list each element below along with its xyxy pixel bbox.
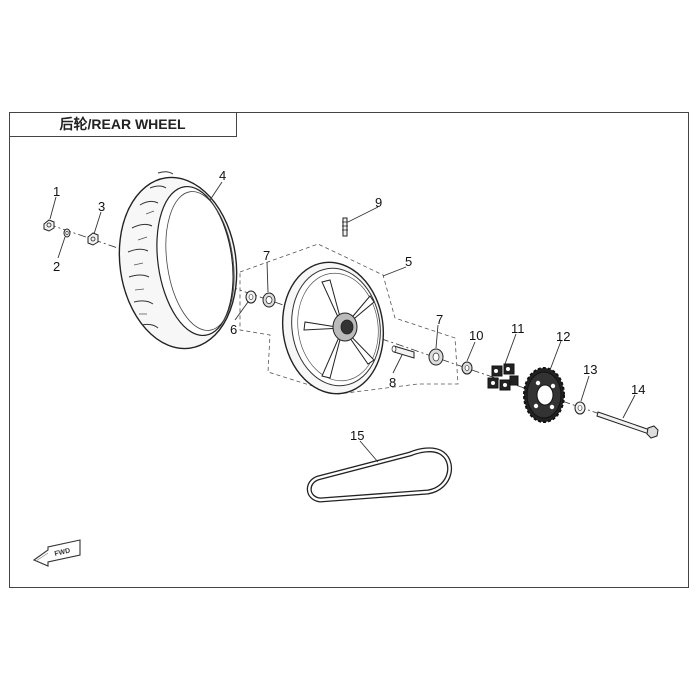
part-15-belt <box>306 447 452 503</box>
fwd-arrow-icon: FWD <box>32 539 81 567</box>
part-1-nut <box>43 219 55 232</box>
callout-12: 12 <box>556 329 570 344</box>
callout-14: 14 <box>631 382 645 397</box>
fwd-label: FWD <box>54 548 71 558</box>
part-3-nut <box>87 232 99 246</box>
part-5-rim <box>281 261 385 395</box>
part-9-valve <box>342 217 348 237</box>
callout-6: 6 <box>230 322 237 337</box>
callout-1: 1 <box>53 184 60 199</box>
diagram-title: 后轮/REAR WHEEL <box>59 116 186 132</box>
callout-9: 9 <box>375 195 382 210</box>
callout-10: 10 <box>469 328 483 343</box>
part-4-tire <box>118 171 238 350</box>
callout-labels: 1 2 3 4 5 6 7 7 8 9 10 11 12 13 14 15 <box>53 168 645 443</box>
callout-5: 5 <box>405 254 412 269</box>
callout-8: 8 <box>389 375 396 390</box>
part-10-bearing <box>461 361 473 375</box>
part-2-washer <box>63 228 71 238</box>
part-13-spacer <box>574 401 586 415</box>
rim-assembly-boundary <box>239 243 459 395</box>
part-7-bearing-right <box>428 348 444 366</box>
part-14-rear-axle <box>596 411 659 439</box>
callout-13: 13 <box>583 362 597 377</box>
callout-3: 3 <box>98 199 105 214</box>
callout-11: 11 <box>511 321 525 336</box>
callout-15: 15 <box>350 428 364 443</box>
callout-7-left: 7 <box>263 248 270 263</box>
callout-4: 4 <box>219 168 226 183</box>
part-8-axle-sleeve <box>391 345 415 359</box>
part-6-spacer <box>245 290 257 304</box>
part-7-bearing-left <box>262 292 276 308</box>
part-12-sprocket <box>523 367 565 423</box>
callout-2: 2 <box>53 259 60 274</box>
callout-7-right: 7 <box>436 312 443 327</box>
part-11-hub-damper <box>487 363 519 391</box>
title-box: 后轮/REAR WHEEL <box>9 112 237 137</box>
leader-lines <box>49 181 636 463</box>
